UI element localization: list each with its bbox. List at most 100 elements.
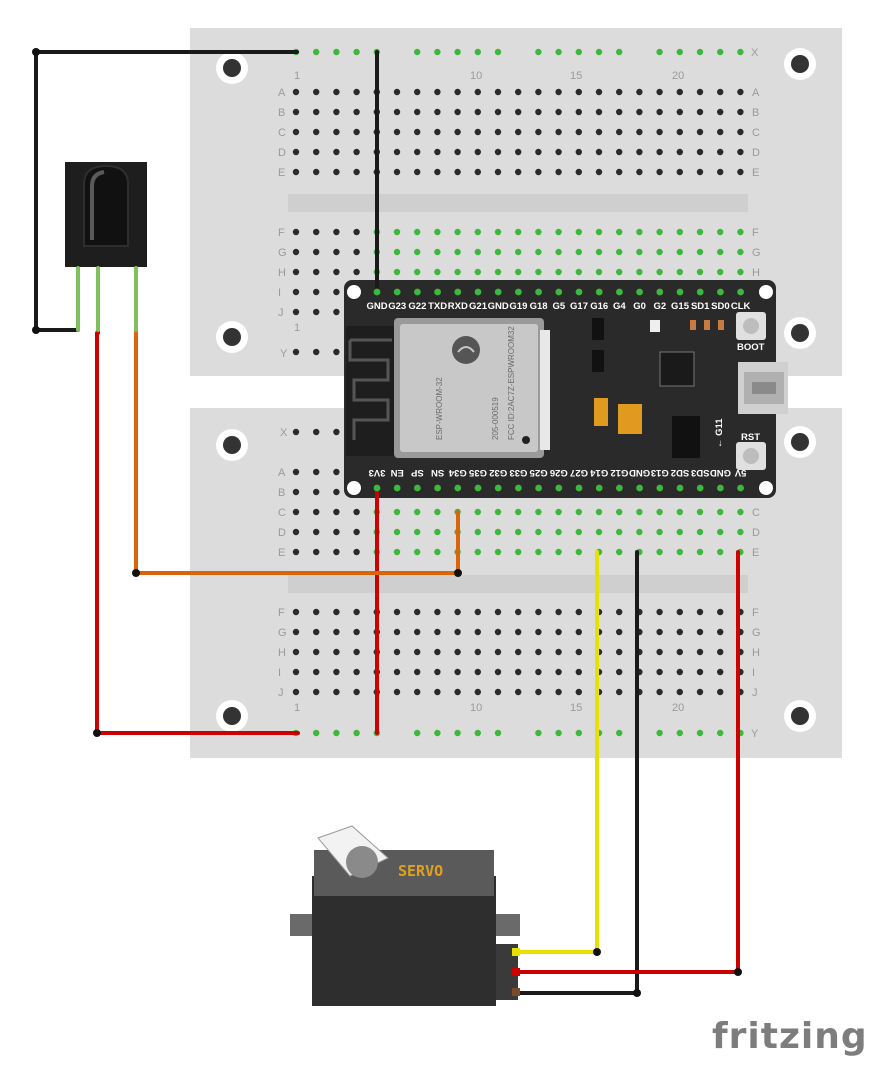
breadboard-hole xyxy=(494,128,502,136)
breadboard-hole xyxy=(434,508,441,516)
breadboard-hole xyxy=(717,608,724,616)
breadboard-hole xyxy=(535,248,542,256)
rail-label-x-lower: X xyxy=(280,427,288,439)
rst-button[interactable] xyxy=(736,442,766,470)
breadboard-hole xyxy=(474,628,481,636)
breadboard-hole xyxy=(575,548,582,556)
breadboard-hole xyxy=(555,148,562,156)
breadboard-hole xyxy=(656,628,663,636)
breadboard-hole xyxy=(636,108,643,116)
breadboard-hole xyxy=(353,528,360,536)
breadboard-hole xyxy=(313,608,320,616)
rail-hole xyxy=(676,48,683,56)
breadboard-hole xyxy=(616,688,623,696)
breadboard-hole xyxy=(575,128,582,136)
breadboard-hole xyxy=(393,508,401,516)
col-number-1: 1 xyxy=(294,70,300,82)
breadboard-hole xyxy=(474,528,481,536)
breadboard-hole xyxy=(414,528,421,536)
breadboard-hole xyxy=(313,528,320,536)
rail-hole xyxy=(656,729,663,737)
breadboard-hole xyxy=(414,608,421,616)
breadboard-hole xyxy=(535,148,542,156)
breadboard-hole xyxy=(616,508,623,516)
breadboard-hole xyxy=(737,88,744,96)
breadboard-hole xyxy=(515,528,522,536)
breadboard-hole xyxy=(696,648,704,656)
boot-button[interactable] xyxy=(736,312,766,340)
breadboard-hole xyxy=(555,628,562,636)
esp32-bottom-pin-label: G13 xyxy=(651,467,669,478)
breadboard-hole xyxy=(333,288,340,296)
breadboard-hole xyxy=(555,688,562,696)
esp32-bottom-pin xyxy=(474,484,482,492)
breadboard-hole xyxy=(515,668,522,676)
breadboard-hole xyxy=(656,608,663,616)
boot-label: BOOT xyxy=(737,342,765,353)
breadboard-hole xyxy=(313,508,320,516)
esp32-top-pin xyxy=(696,288,704,296)
breadboard-hole xyxy=(636,168,643,176)
breadboard-hole xyxy=(333,228,340,236)
esp32-bottom-pin-label: G33 xyxy=(509,467,527,478)
breadboard-hole xyxy=(494,508,502,516)
breadboard-hole xyxy=(292,608,300,616)
breadboard-hole xyxy=(717,128,724,136)
breadboard-hole xyxy=(292,428,300,436)
rail-hole xyxy=(353,48,360,56)
esp32-bottom-pin xyxy=(595,484,603,492)
rail-hole xyxy=(696,729,704,737)
breadboard-hole xyxy=(656,88,663,96)
esp32-bottom-pin-label: G26 xyxy=(550,467,568,478)
g11-label: ← G11 xyxy=(714,418,725,448)
breadboard-hole xyxy=(656,688,663,696)
breadboard-hole xyxy=(393,548,401,556)
esp32-top-pin-label: G4 xyxy=(613,301,626,312)
breadboard-hole xyxy=(555,248,562,256)
breadboard-hole xyxy=(434,628,441,636)
breadboard-hole xyxy=(414,628,421,636)
row-label-left-lower: C xyxy=(278,507,286,519)
esp32-top-pin xyxy=(555,288,563,296)
breadboard-hole xyxy=(616,628,623,636)
esp32-bottom-pin xyxy=(434,484,441,492)
rail-hole xyxy=(474,48,481,56)
breadboard-hole xyxy=(656,508,663,516)
esp32-bottom-pin-label: GND xyxy=(629,467,650,478)
breadboard-hole xyxy=(292,248,300,256)
rail-hole xyxy=(494,729,502,737)
breadboard-holes xyxy=(292,48,744,737)
esp32-bottom-pin-label: EN xyxy=(390,467,403,478)
module-name: ESP-WROOM-32 xyxy=(435,377,444,440)
breadboard-hole xyxy=(454,608,461,616)
breadboard-hole xyxy=(494,548,502,556)
rst-label: RST xyxy=(741,432,760,443)
breadboard-hole xyxy=(353,648,360,656)
esp32-top-pin xyxy=(494,288,502,296)
breadboard-hole xyxy=(414,88,421,96)
breadboard-hole xyxy=(393,528,401,536)
row-label-right: C xyxy=(752,127,760,139)
breadboard-hole xyxy=(393,168,401,176)
breadboard-hole xyxy=(515,648,522,656)
breadboard-hole xyxy=(575,148,582,156)
breadboard-hole xyxy=(696,88,704,96)
usb-port[interactable] xyxy=(738,362,788,414)
breadboard-hole xyxy=(676,108,683,116)
breadboard-hole xyxy=(616,548,623,556)
rail-hole xyxy=(717,729,724,737)
breadboard-hole xyxy=(313,228,320,236)
breadboard-hole xyxy=(474,508,481,516)
row-label-right-lower: J xyxy=(752,687,758,699)
breadboard-hole xyxy=(292,128,300,136)
breadboard-hole xyxy=(292,688,300,696)
breadboard-hole xyxy=(535,648,542,656)
esp32-bottom-pin xyxy=(414,484,421,492)
esp32-bottom-pin-label: SN xyxy=(431,467,444,478)
breadboard-hole xyxy=(656,108,663,116)
breadboard-hole xyxy=(696,128,704,136)
breadboard-hole xyxy=(717,668,724,676)
esp32-top-pin xyxy=(676,288,684,296)
breadboard-hole xyxy=(454,648,461,656)
breadboard-hole xyxy=(555,668,562,676)
